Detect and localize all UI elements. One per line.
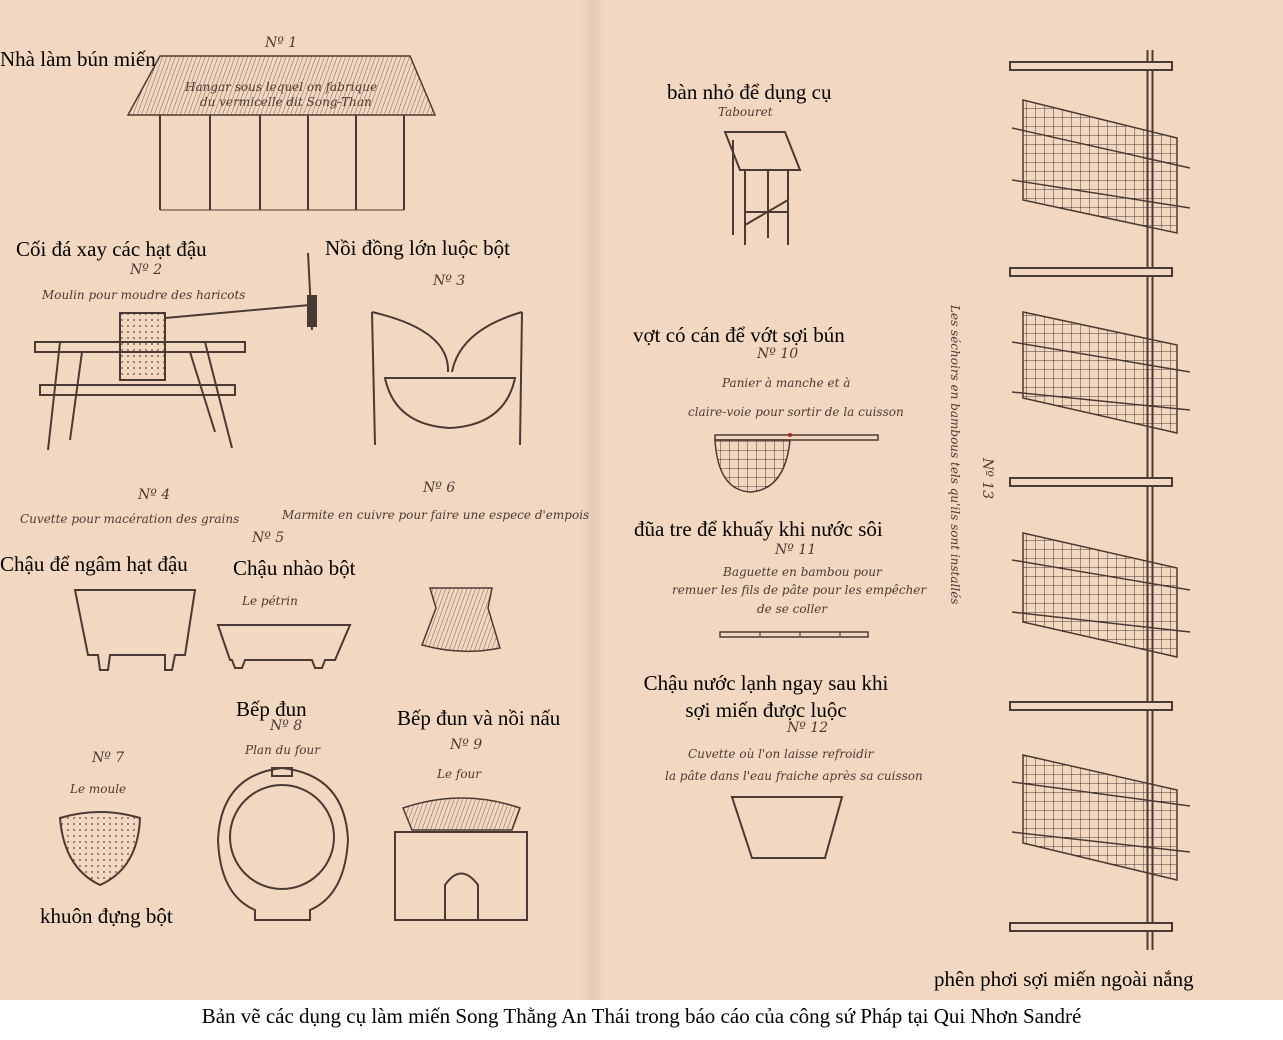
label-drying-rack: phên phơi sợi miến ngoài nắng <box>934 967 1194 991</box>
label-noodle-house: Nhà làm bún miến <box>0 47 156 71</box>
label-copper-pot: Nồi đồng lớn luộc bột <box>325 236 510 260</box>
mould-drawing <box>58 811 142 887</box>
figure-number-10: Nº 10 <box>757 346 799 362</box>
petrin-caption: Le pétrin <box>242 594 298 608</box>
strainer-ladle-drawing <box>714 433 879 493</box>
marmite-caption: Marmite en cuivre pour faire une espece … <box>282 508 590 522</box>
figure-number-5: Nº 5 <box>252 530 285 546</box>
figure-number-6: Nº 6 <box>423 480 456 496</box>
baguette-caption-line1: Baguette en bambou pour <box>723 565 882 579</box>
plan-four-caption: Plan du four <box>245 743 320 757</box>
baguette-caption-line3: de se coller <box>757 602 828 616</box>
figure-number-1: Nº 1 <box>265 35 298 51</box>
figure-number-8: Nº 8 <box>270 718 303 734</box>
hangar-drawing <box>126 55 437 211</box>
figure-number-11: Nº 11 <box>775 542 817 558</box>
mill-drawing <box>34 252 317 451</box>
tabouret-caption: Tabouret <box>718 105 773 119</box>
figure-number-4: Nº 4 <box>138 487 171 503</box>
page-gutter <box>580 0 604 1000</box>
oven-plan-drawing <box>216 766 350 921</box>
cooling-basin-drawing <box>730 796 844 859</box>
label-mould: khuôn đựng bột <box>40 904 173 928</box>
figure-number-7: Nº 7 <box>92 750 125 766</box>
hangar-caption-line2: du vermicelle dit Song-Than <box>200 95 372 109</box>
label-kneading-trough: Chậu nhào bột <box>233 556 356 580</box>
cuvette-refroidir-line2: la pâte dans l'eau fraiche après sa cuis… <box>665 769 923 783</box>
oven-drawing <box>394 797 528 921</box>
figure-number-9: Nº 9 <box>450 737 483 753</box>
label-stone-mill: Cối đá xay các hạt đậu <box>16 237 207 261</box>
figure-number-12: Nº 12 <box>787 720 829 736</box>
figure-number-13: Nº 13 <box>979 458 995 500</box>
kneading-trough-drawing <box>216 624 352 669</box>
moule-caption: Le moule <box>70 782 127 796</box>
label-cooling-basin-line1: Chậu nước lạnh ngay sau khi <box>643 671 889 695</box>
baguette-caption-line2: remuer les fils de pâte pour les empêche… <box>672 583 927 597</box>
copper-pot-drawing <box>371 311 523 446</box>
drying-rack-drawing <box>1009 50 1191 950</box>
panier-caption-line2: claire-voie pour sortir de la cuisson <box>688 405 904 419</box>
cuvette-grains-caption: Cuvette pour macération des grains <box>20 512 240 526</box>
panier-caption-line1: Panier à manche et à <box>722 376 851 390</box>
label-stove-and-pot: Bếp đun và nồi nấu <box>397 706 561 730</box>
soaking-basin-drawing <box>73 589 197 671</box>
image-caption: Bản vẽ các dụng cụ làm miến Song Thằng A… <box>201 1004 1082 1028</box>
label-cooling-basin-line2: sợi miến được luộc <box>685 698 847 722</box>
hangar-caption-line1: Hangar sous lequel on fabrique <box>185 80 378 94</box>
figure-number-3: Nº 3 <box>433 273 466 289</box>
four-caption: Le four <box>437 767 482 781</box>
illustration-drawings <box>34 50 1191 950</box>
bowl-drawing <box>421 587 501 653</box>
cuvette-refroidir-line1: Cuvette où l'on laisse refroidir <box>688 747 874 761</box>
label-bamboo-stick: đũa tre để khuấy khi nước sôi <box>634 517 883 541</box>
bamboo-stick-drawing <box>719 631 869 638</box>
moulin-caption: Moulin pour moudre des haricots <box>42 288 246 302</box>
engraving-plate: Nº 1 Nº 2 Nº 3 Nº 4 Nº 5 Nº 6 Nº 7 Nº 8 … <box>0 0 1283 1000</box>
figure-number-2: Nº 2 <box>130 262 163 278</box>
label-soaking-basin: Chậu để ngâm hạt đậu <box>0 552 188 576</box>
sechoirs-caption: Les séchoirs en bambous tels qu'ils sont… <box>948 305 962 605</box>
label-stove: Bếp đun <box>236 697 307 721</box>
label-small-table: bàn nhỏ để dụng cụ <box>667 80 832 104</box>
label-strainer-ladle: vợt có cán để vớt sợi bún <box>633 323 845 347</box>
stool-drawing <box>723 131 802 245</box>
